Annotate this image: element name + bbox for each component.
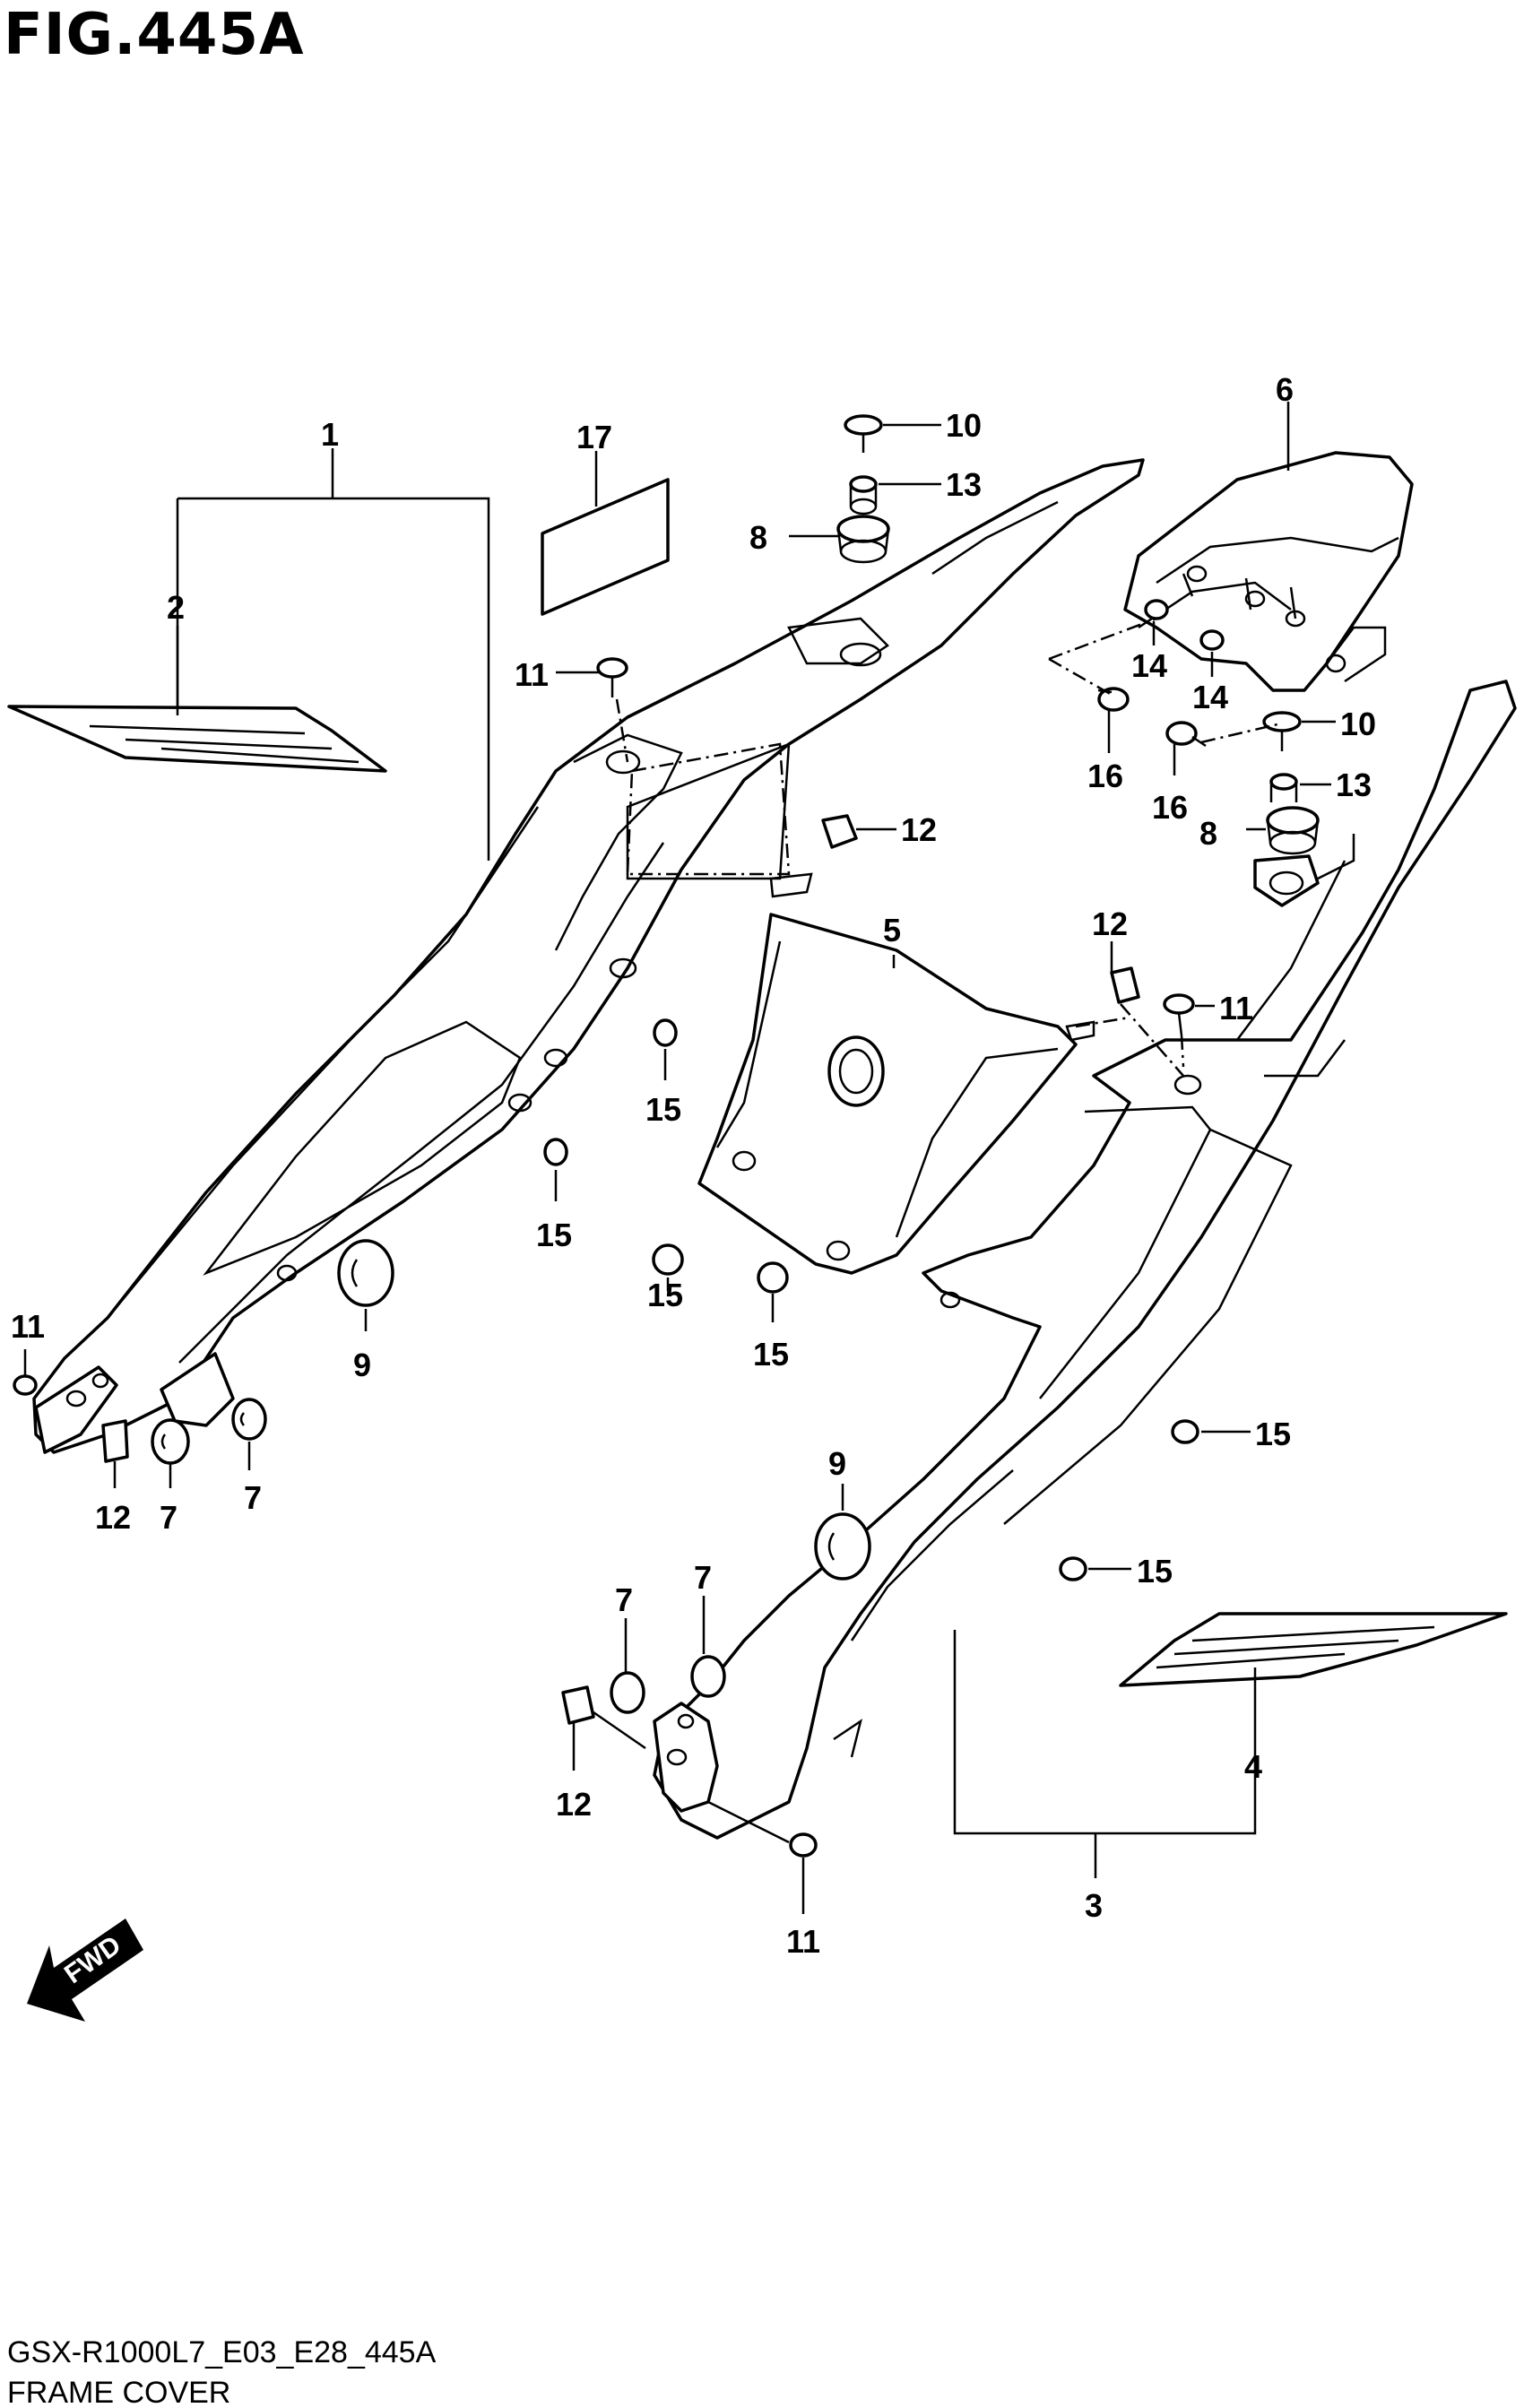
- callout-8-b: 8: [1199, 815, 1217, 852]
- clip-12-d: [561, 1685, 595, 1725]
- callout-15-c: 15: [647, 1277, 683, 1313]
- callout-1: 1: [321, 416, 339, 453]
- center-cover-panel: [697, 872, 1095, 1275]
- callout-3: 3: [1085, 1887, 1103, 1924]
- bolt-16-a: [1097, 687, 1130, 712]
- clip-12-a: [101, 1419, 129, 1463]
- forward-direction-arrow: FWD: [27, 1919, 143, 2022]
- cushion-7-a: [151, 1418, 190, 1465]
- callout-7-c: 7: [615, 1581, 633, 1618]
- screw-11-d: [789, 1832, 818, 1858]
- callout-16-a: 16: [1087, 758, 1123, 794]
- callout-12-b: 12: [1092, 905, 1128, 942]
- callout-11-b: 11: [1219, 990, 1253, 1026]
- cushion-7-d: [690, 1655, 726, 1698]
- nut-14-b: [1199, 629, 1225, 651]
- cushion-7-c: [610, 1671, 645, 1714]
- figure-code: GSX-R1000L7_E03_E28_445A: [7, 2335, 437, 2369]
- left-frame-cover: [32, 458, 1145, 1454]
- tail-seat-cowl: [1123, 451, 1414, 692]
- callout-7-d: 7: [694, 1559, 712, 1596]
- callout-15-d: 15: [753, 1336, 789, 1373]
- right-decal-stripe: [1119, 1612, 1508, 1687]
- figure-title: FIG.445A: [4, 2, 305, 68]
- callout-12-c: 12: [95, 1499, 131, 1536]
- cushion-7-b: [231, 1398, 267, 1441]
- callout-6: 6: [1276, 371, 1294, 408]
- callout-2: 2: [167, 589, 185, 626]
- caution-label: [541, 478, 670, 616]
- callout-12-d: 12: [556, 1786, 592, 1823]
- screw-10-a: [844, 414, 883, 453]
- collar-13-a: [849, 475, 878, 515]
- callout-13-b: 13: [1336, 767, 1372, 803]
- collar-13-b: [1269, 773, 1298, 802]
- grommet-8-a: [836, 515, 890, 564]
- callout-14-b: 14: [1192, 679, 1228, 715]
- clip-12-c: [1110, 966, 1140, 1004]
- callout-numbers: 1 2 3 4 5 6 7 7 7 7 8 8 9 9 10 10 11 11 …: [11, 371, 1376, 1960]
- cushion-15-f: [1059, 1556, 1087, 1581]
- callout-10-a: 10: [946, 407, 982, 444]
- callout-12-a: 12: [901, 811, 937, 848]
- screw-11-c: [13, 1374, 38, 1396]
- cushion-15-c: [652, 1243, 684, 1276]
- cushion-15-e: [1171, 1419, 1199, 1444]
- callout-10-b: 10: [1340, 706, 1376, 742]
- callout-15-b: 15: [536, 1217, 572, 1253]
- callout-13-a: 13: [946, 466, 982, 503]
- nut-14-a: [1144, 599, 1169, 620]
- callout-11-d: 11: [786, 1923, 820, 1960]
- callout-11-c: 11: [11, 1308, 45, 1345]
- callout-11-a: 11: [515, 656, 549, 693]
- cushion-15-b: [543, 1138, 568, 1166]
- screw-11-a: [596, 657, 628, 697]
- cushion-15-a: [653, 1018, 678, 1047]
- callout-4: 4: [1244, 1748, 1262, 1785]
- callout-16-b: 16: [1152, 789, 1188, 826]
- callout-7-a: 7: [160, 1499, 178, 1536]
- callout-15-e: 15: [1255, 1416, 1291, 1452]
- left-decal-stripe: [7, 705, 387, 773]
- callout-9-b: 9: [828, 1445, 846, 1482]
- callout-8-a: 8: [749, 519, 767, 556]
- figure-caption: FRAME COVER: [7, 2376, 230, 2408]
- callout-14-a: 14: [1131, 647, 1167, 684]
- callout-17: 17: [576, 419, 612, 455]
- grommet-left: [337, 1239, 394, 1307]
- leader-lines: [23, 402, 1336, 1914]
- callout-7-b: 7: [244, 1479, 262, 1516]
- callout-9-a: 9: [353, 1347, 371, 1383]
- right-frame-cover: [653, 680, 1517, 1840]
- bolt-16-b: [1165, 721, 1207, 748]
- callout-15-f: 15: [1137, 1553, 1173, 1589]
- clip-12-b: [821, 814, 858, 849]
- callout-15-a: 15: [645, 1091, 681, 1128]
- grommet-right: [814, 1512, 871, 1581]
- screw-11-b: [1163, 993, 1195, 1036]
- grommet-8-b: [1266, 806, 1320, 855]
- callout-5: 5: [883, 912, 901, 948]
- cushion-15-d: [757, 1261, 789, 1294]
- screw-10-b: [1262, 711, 1302, 751]
